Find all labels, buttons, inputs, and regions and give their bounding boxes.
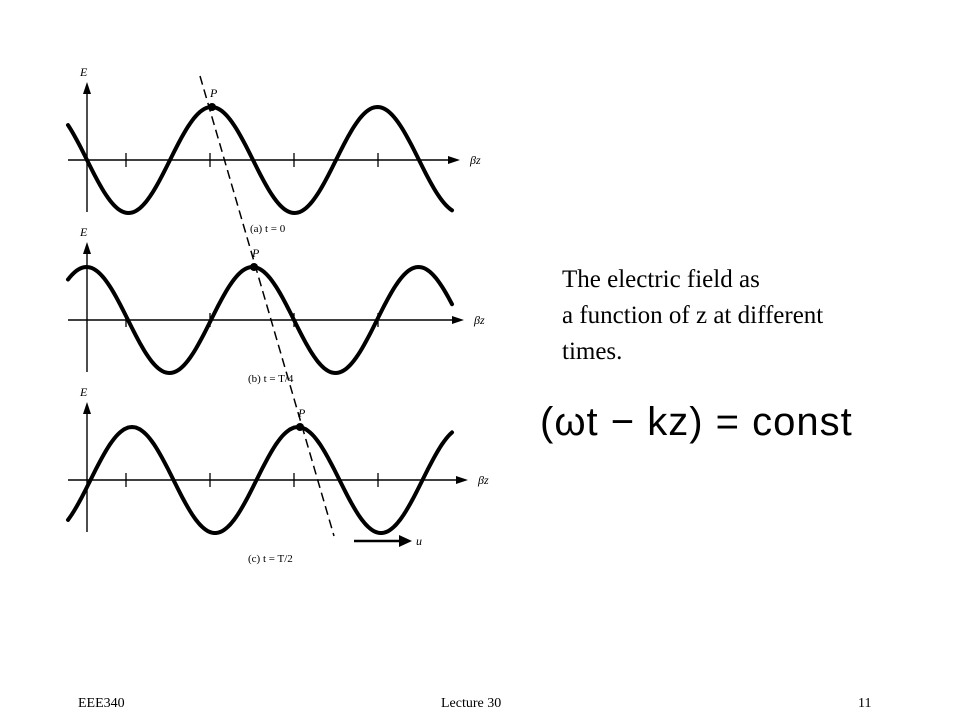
z-axis-label: βz — [473, 313, 485, 327]
time-label: (a) t = 0 — [250, 223, 286, 235]
footer-course: EEE340 — [78, 696, 125, 711]
e-axis-arrowhead — [83, 402, 91, 414]
time-label: (c) t = T/2 — [248, 553, 293, 565]
z-axis-label: βz — [469, 153, 481, 167]
caption-line-3: times. — [562, 338, 623, 365]
caption-line-2: a function of z at different — [562, 302, 824, 329]
phase-equation: (ωt − kz) = const — [540, 400, 853, 444]
velocity-arrowhead — [399, 535, 412, 547]
footer-lecture: Lecture 30 — [441, 696, 502, 711]
e-axis-arrowhead — [83, 242, 91, 254]
z-axis-arrowhead — [452, 316, 464, 324]
point-p-label: P — [297, 406, 306, 420]
caption-line-1: The electric field as — [562, 266, 760, 293]
point-p-label: P — [209, 86, 218, 100]
phase-line — [199, 75, 335, 537]
z-axis-arrowhead — [456, 476, 468, 484]
time-label: (b) t = T/4 — [248, 373, 294, 385]
e-axis-label: E — [79, 385, 88, 399]
z-axis-arrowhead — [448, 156, 460, 164]
velocity-label: u — [416, 534, 422, 548]
z-axis-label: βz — [477, 473, 489, 487]
wave-curve — [66, 424, 454, 535]
point-p-marker — [296, 423, 304, 431]
e-axis-label: E — [79, 225, 88, 239]
caption: The electric field as a function of z at… — [562, 262, 922, 370]
e-axis-label: E — [79, 65, 88, 79]
footer-page: 11 — [858, 696, 872, 711]
e-axis-arrowhead — [83, 82, 91, 94]
point-p-label: P — [251, 246, 260, 260]
wave-curve — [66, 264, 454, 376]
wave-curve — [66, 104, 454, 216]
